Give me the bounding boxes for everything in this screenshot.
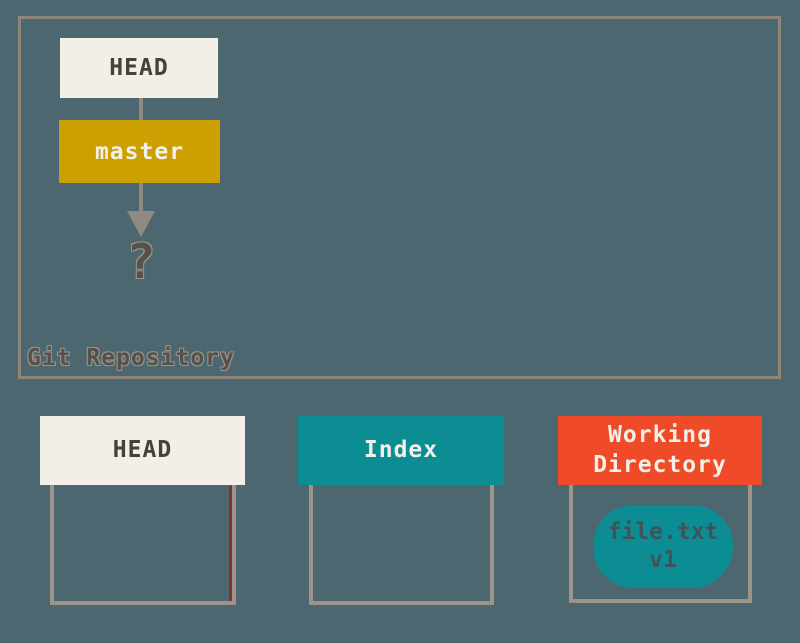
head-master-connector bbox=[139, 98, 143, 120]
file-blob: file.txt v1 bbox=[593, 505, 733, 588]
working-directory-column-label: Working Directory bbox=[593, 421, 727, 478]
head-node: HEAD bbox=[60, 38, 218, 98]
working-directory-column-box bbox=[569, 485, 752, 603]
master-arrow-shaft bbox=[139, 183, 143, 213]
index-column-box bbox=[309, 485, 494, 605]
index-column-header: Index bbox=[298, 416, 504, 485]
head-column-label: HEAD bbox=[112, 436, 173, 463]
unknown-commit-placeholder: ? bbox=[126, 234, 156, 290]
master-branch-node: master bbox=[59, 120, 220, 183]
head-column-header: HEAD bbox=[40, 416, 245, 485]
red-accent-line bbox=[229, 486, 232, 601]
head-column-box bbox=[50, 485, 236, 605]
git-repository-label: Git Repository bbox=[27, 345, 235, 371]
file-blob-name: file.txt bbox=[607, 518, 719, 545]
master-branch-label: master bbox=[94, 138, 185, 165]
head-node-label: HEAD bbox=[109, 55, 169, 81]
git-repository-box bbox=[18, 16, 781, 379]
file-blob-version: v1 bbox=[649, 546, 677, 573]
index-column-label: Index bbox=[363, 436, 439, 463]
working-directory-column-header: Working Directory bbox=[558, 416, 762, 485]
arrow-head-icon bbox=[127, 211, 155, 237]
